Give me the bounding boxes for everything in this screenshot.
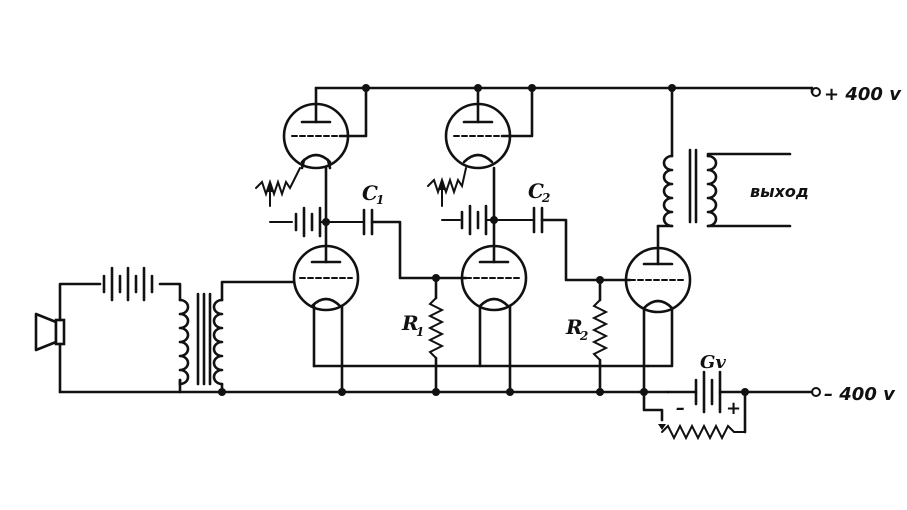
tube-1-grid-tie [338,86,368,138]
battery-minus-sign: – [676,398,685,419]
negative-terminal [811,387,821,397]
bias-rheostat-icon [642,390,747,441]
rheostat-2-icon [427,167,467,207]
battery-plus-sign: + [726,398,741,419]
tube-2-lower [292,244,360,312]
battery-gv-label: Gv [700,352,726,373]
input-loop-wires [58,282,182,394]
input-transformer-icon [178,280,302,394]
tube-5-output [624,246,692,314]
resistor-r2-icon [591,278,609,394]
tube-5-filament-right [646,306,674,368]
output-transformer-icon [656,86,792,228]
grid-bias-battery-2-icon [441,204,535,236]
capacitor-c1-subscript: 1 [376,193,384,207]
supply-negative-label: – 400 v [824,384,896,405]
rheostat-1-icon [255,167,301,207]
resistor-r1-icon [427,276,445,394]
capacitor-c2-label: C [528,179,544,203]
capacitor-c1-label: C [362,181,378,205]
grid-bias-battery-1-icon [269,206,365,238]
capacitor-c2-icon [532,206,602,282]
resistor-r1-label: R [401,311,419,335]
tube-1-upper [282,102,350,170]
supply-positive-label: + 400 v [824,84,902,105]
capacitor-c1-icon [362,208,438,280]
capacitor-c2-subscript: 2 [541,191,550,205]
output-label: выход [750,182,809,201]
resistor-r2-label: R [565,315,583,339]
input-battery-icon [102,266,154,302]
junction-dots [218,84,749,396]
positive-rail [314,86,821,97]
resistor-r1-subscript: 1 [416,325,424,339]
resistor-r2-subscript: 2 [579,329,588,343]
battery-gv-icon [666,370,747,414]
tube-3-grid-tie [500,86,534,138]
